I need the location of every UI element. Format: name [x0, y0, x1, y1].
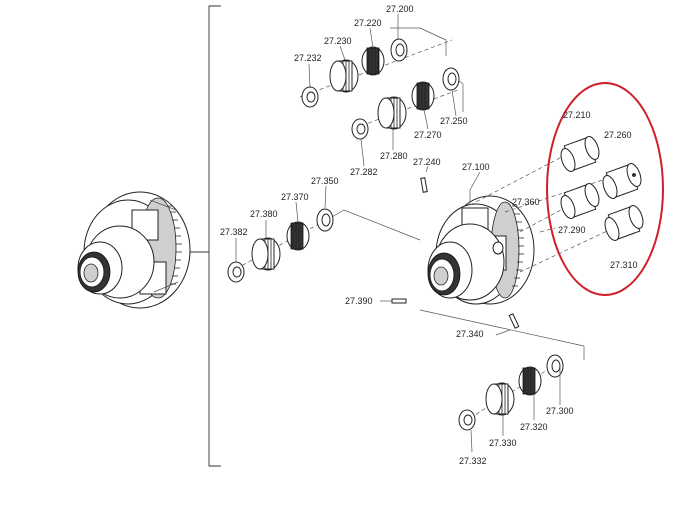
- label-27-282: 27.282: [350, 167, 378, 177]
- part-labels: 27.200 27.220 27.230 27.232 27.270 27.25…: [220, 4, 638, 466]
- label-27-232: 27.232: [294, 53, 322, 63]
- shaft-pins-highlighted: [546, 82, 664, 296]
- pin-27-390: [380, 298, 407, 304]
- assembly-bracket: [190, 5, 221, 467]
- planet-carrier-27-100: [427, 171, 535, 305]
- label-27-380: 27.380: [250, 209, 278, 219]
- label-27-310: 27.310: [610, 260, 638, 270]
- leader-lines: [235, 14, 561, 453]
- label-27-220: 27.220: [354, 18, 382, 28]
- label-27-300: 27.300: [546, 406, 574, 416]
- label-27-210: 27.210: [563, 110, 591, 120]
- label-27-280: 27.280: [380, 151, 408, 161]
- label-27-340: 27.340: [456, 329, 484, 339]
- label-27-290: 27.290: [558, 225, 586, 235]
- left-gear-group: [227, 208, 421, 283]
- label-27-350: 27.350: [311, 176, 339, 186]
- label-27-330: 27.330: [489, 438, 517, 448]
- label-27-260: 27.260: [604, 130, 632, 140]
- label-27-370: 27.370: [281, 192, 309, 202]
- pin-27-340: [495, 313, 520, 336]
- shaft-guide-lines: [419, 149, 621, 360]
- label-27-320: 27.320: [520, 422, 548, 432]
- highlight-circle: [546, 82, 664, 296]
- assembled-carrier: [77, 191, 191, 309]
- label-27-240: 27.240: [413, 157, 441, 167]
- label-27-250: 27.250: [440, 116, 468, 126]
- label-27-230: 27.230: [324, 36, 352, 46]
- pin-27-240: [420, 165, 429, 193]
- label-27-100: 27.100: [462, 162, 490, 172]
- label-27-360: 27.360: [512, 197, 540, 207]
- label-27-332: 27.332: [459, 456, 487, 466]
- label-27-382: 27.382: [220, 227, 248, 237]
- top-gear-group: [299, 27, 464, 140]
- bottom-gear-group: [458, 354, 564, 431]
- label-27-270: 27.270: [414, 130, 442, 140]
- label-27-390: 27.390: [345, 296, 373, 306]
- label-27-200: 27.200: [386, 4, 414, 14]
